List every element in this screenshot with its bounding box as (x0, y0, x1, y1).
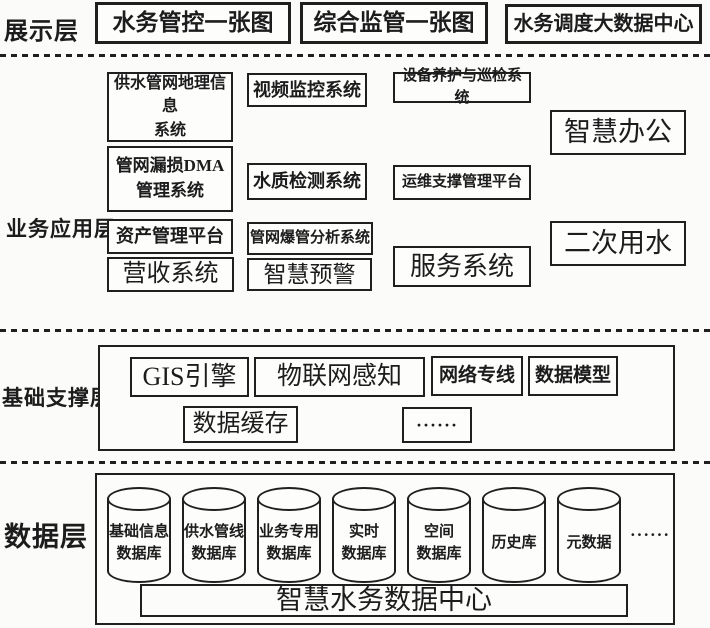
data-layer-ellipsis: ······ (630, 525, 671, 544)
layer-label-support: 基础支撑层 (2, 386, 112, 410)
cylinder-label: 历史库 (491, 534, 537, 551)
box-water-control-one-map: 水务管控一张图 (95, 2, 291, 44)
box-pipe-burst-analysis-system: 管网爆管分析系统 (247, 222, 373, 255)
cylinder-body-icon (332, 499, 396, 583)
box-water-dispatch-big-data-center: 水务调度大数据中心 (505, 4, 702, 44)
layer-label-business: 业务应用层 (6, 217, 116, 241)
cylinder-basic-info-db: 基础信息 数据库 (107, 487, 171, 583)
cylinder-body-icon (407, 499, 471, 583)
box-network-dedicated-line: 网络专线 (431, 356, 523, 396)
box-smart-alert: 智慧预警 (247, 258, 372, 291)
box-service-system: 服务系统 (393, 246, 531, 287)
cylinder-business-dedicated-db: 业务专用 数据库 (257, 487, 321, 583)
cylinder-top-icon (107, 487, 171, 511)
cylinder-top-icon (407, 487, 471, 511)
cylinder-metadata-db: 元数据 (557, 487, 621, 583)
cylinder-label: 供水管线 数据库 (183, 523, 244, 563)
box-smart-water-data-center: 智慧水务数据中心 (140, 584, 628, 617)
cylinder-body-icon (257, 499, 321, 583)
box-smart-office: 智慧办公 (550, 110, 686, 155)
layer-label-display: 展示层 (4, 19, 79, 45)
box-pipe-leakage-dma-system: 管网漏损DMA 管理系统 (107, 146, 233, 212)
cylinder-top-icon (257, 487, 321, 511)
cylinder-water-pipeline-db: 供水管线 数据库 (182, 487, 246, 583)
cylinder-history-db: 历史库 (482, 487, 546, 583)
box-iot-sensing: 物联网感知 (254, 357, 425, 397)
box-ops-support-platform: 运维支撑管理平台 (393, 165, 531, 200)
cylinder-body-icon (482, 499, 546, 583)
cylinder-label: 空间 数据库 (416, 523, 462, 563)
layer-label-data: 数据层 (4, 522, 88, 552)
box-water-quality-detection-system: 水质检测系统 (247, 163, 367, 200)
box-revenue-system: 营收系统 (107, 257, 234, 292)
cylinder-label: 实时 数据库 (341, 523, 387, 563)
box-ellipsis: ······ (402, 407, 472, 443)
separator-business-support (0, 329, 710, 332)
box-water-pipe-gis-system: 供水管网地理信息 系统 (107, 72, 233, 142)
cylinder-label: 基础信息 数据库 (108, 523, 169, 563)
cylinder-top-icon (332, 487, 396, 511)
box-data-cache: 数据缓存 (183, 406, 298, 443)
cylinder-body-icon (182, 499, 246, 583)
cylinder-label: 元数据 (566, 534, 612, 551)
cylinder-top-icon (182, 487, 246, 511)
box-asset-management-platform: 资产管理平台 (107, 219, 233, 254)
box-video-monitoring-system: 视频监控系统 (247, 73, 367, 107)
cylinder-spatial-db: 空间 数据库 (407, 487, 471, 583)
box-secondary-water: 二次用水 (550, 221, 686, 266)
cylinder-top-icon (482, 487, 546, 511)
box-comprehensive-supervision-one-map: 综合监管一张图 (300, 2, 488, 44)
separator-display-business (0, 54, 710, 57)
box-gis-engine: GIS引擎 (130, 357, 249, 397)
cylinder-body-icon (557, 499, 621, 583)
box-data-model: 数据模型 (528, 356, 618, 396)
cylinder-body-icon (107, 499, 171, 583)
cylinder-realtime-db: 实时 数据库 (332, 487, 396, 583)
cylinder-top-icon (557, 487, 621, 511)
cylinder-label: 业务专用 数据库 (258, 523, 319, 563)
box-equipment-maintenance-inspection-system: 设备养护与巡检系统 (393, 68, 531, 106)
separator-support-data (0, 461, 710, 464)
